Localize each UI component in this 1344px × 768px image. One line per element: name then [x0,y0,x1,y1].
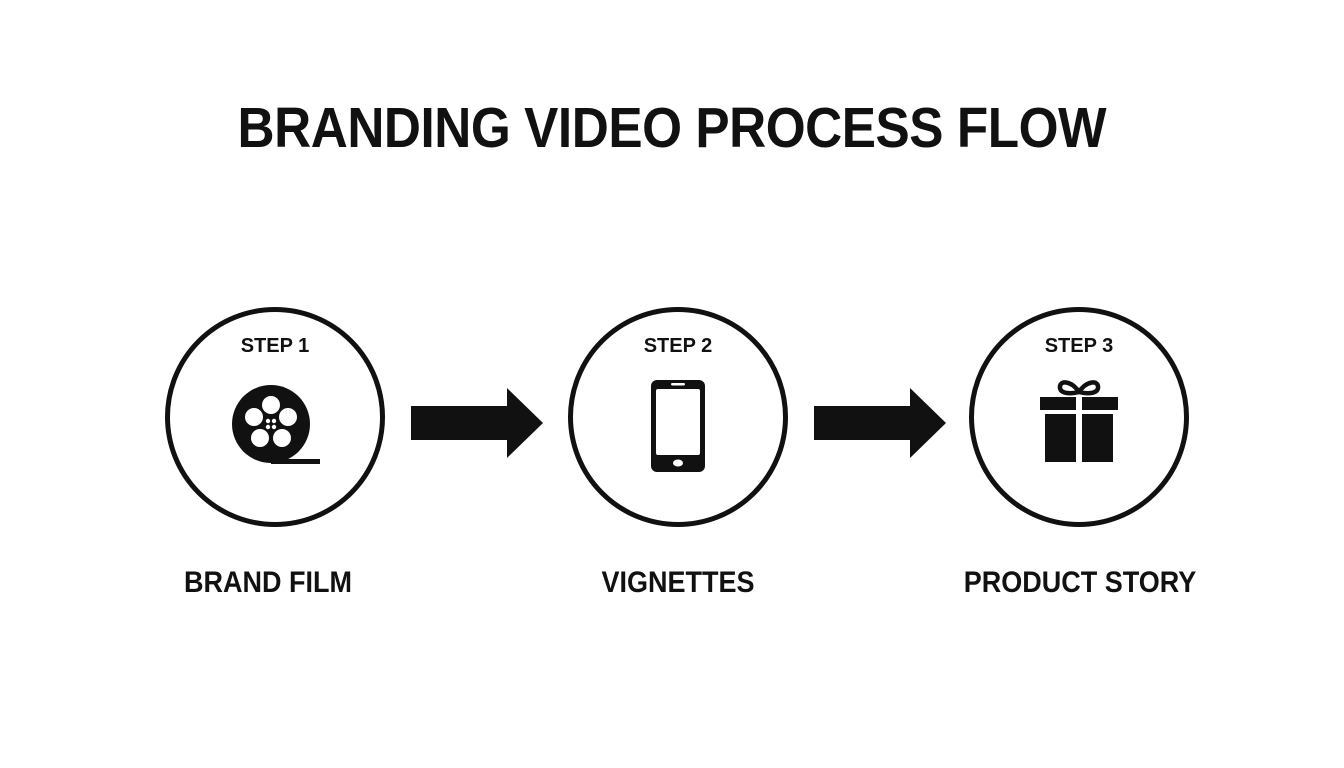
step-1-label: STEP 1 [240,335,310,357]
step-1-circle: STEP 1 [165,307,385,527]
step-3-label: STEP 3 [1044,335,1114,357]
gift-box-icon [1029,372,1129,472]
arrow-right-icon [814,388,946,458]
step-2-name: VIGNETTES [601,566,755,599]
smartphone-icon [628,372,728,472]
step-3-circle: STEP 3 [969,307,1189,527]
step-3-name: PRODUCT STORY [963,566,1197,599]
step-2-label: STEP 2 [643,335,713,357]
step-2-circle: STEP 2 [568,307,788,527]
diagram-title: BRANDING VIDEO PROCESS FLOW [237,96,1107,160]
step-1-name: BRAND FILM [184,566,352,599]
arrow-right-icon [411,388,543,458]
film-reel-icon [225,372,325,472]
